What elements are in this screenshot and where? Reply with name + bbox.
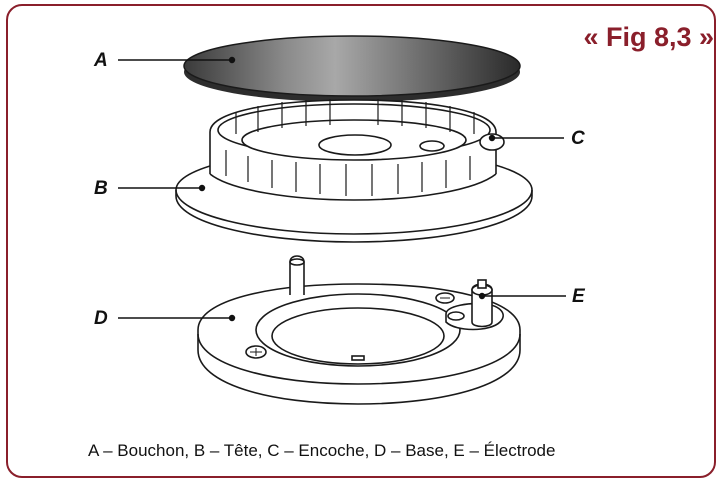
label-c: C [571, 128, 585, 149]
leader-dot-a [228, 56, 236, 64]
burner-base [197, 255, 521, 405]
leader-dot-c [488, 134, 496, 142]
leader-dot-d [228, 314, 236, 322]
burner-head [175, 99, 533, 243]
label-b: B [94, 178, 108, 199]
label-a: A [94, 50, 108, 71]
leader-dot-e [478, 292, 486, 300]
figure-title: « Fig 8,3 » [583, 22, 714, 52]
label-d: D [94, 308, 108, 329]
leader-lines [118, 56, 566, 322]
leader-dot-b [198, 184, 206, 192]
label-e: E [572, 286, 585, 307]
figure-caption: A – Bouchon, B – Tête, C – Encoche, D – … [88, 441, 556, 460]
burner-cap [183, 35, 521, 102]
electrode [445, 279, 504, 331]
